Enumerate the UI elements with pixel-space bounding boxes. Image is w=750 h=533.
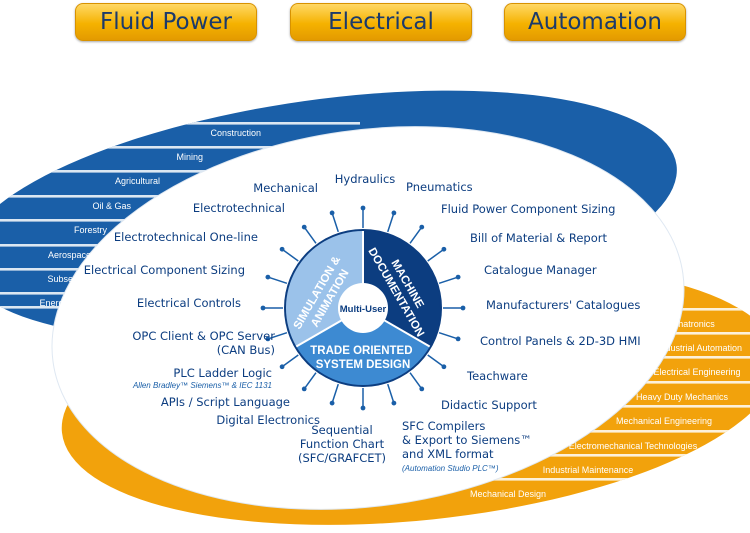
spoke-line [387, 383, 395, 404]
industry-label-left: Agricultural [115, 176, 160, 186]
feature-note: (Automation Studio PLC™) [402, 464, 499, 473]
spoke-line [387, 212, 395, 233]
industry-label-left: Oil & Gas [92, 201, 131, 211]
industry-label-right: Mechanical Design [470, 489, 546, 499]
spoke-line [427, 354, 445, 368]
feature-label: Electrotechnical One-line [114, 230, 258, 244]
industry-label-right: Heavy Duty Mechanics [636, 392, 729, 402]
industry-label-left: Aerospace [48, 250, 91, 260]
spoke-line [331, 212, 339, 233]
spoke-line [303, 226, 317, 244]
feature-label: OPC Client & OPC Server(CAN Bus) [132, 329, 275, 357]
industry-label-left: Energy [39, 298, 68, 308]
spoke-dot [301, 224, 307, 230]
feature-label: Bill of Material & Report [470, 231, 607, 245]
feature-note: Allen Bradley™ Siemens™ & IEC 1131 [132, 381, 272, 390]
industry-label-right: Industrial Automation [658, 343, 742, 353]
feature-label: Pneumatics [406, 180, 473, 194]
spoke-dot [419, 386, 425, 392]
spoke-line [267, 332, 288, 340]
spoke-line [281, 354, 299, 368]
feature-label: Fluid Power Component Sizing [441, 202, 615, 216]
feature-label: Control Panels & 2D-3D HMI [480, 334, 641, 348]
spoke-dot [391, 210, 397, 216]
industry-label-right: Electromechanical Technologies [569, 441, 698, 451]
spoke-dot [279, 364, 285, 370]
spoke-dot [360, 205, 366, 211]
feature-label: Didactic Support [441, 398, 537, 412]
feature-label: Electrical Component Sizing [84, 263, 245, 277]
hub-center-label: Multi-User [340, 304, 387, 315]
spoke-dot [301, 386, 307, 392]
feature-label: Catalogue Manager [484, 263, 597, 277]
industry-label-left: Forestry [74, 225, 108, 235]
spoke-dot [391, 400, 397, 406]
tab-automation[interactable]: Automation [504, 3, 686, 41]
spoke-dot [441, 364, 447, 370]
spoke-line [438, 276, 459, 284]
feature-label: Teachware [466, 369, 528, 383]
spoke-dot [441, 246, 447, 252]
feature-spokes [260, 205, 466, 411]
feature-label: PLC Ladder Logic [173, 366, 272, 380]
feature-label: Hydraulics [335, 172, 396, 186]
feature-label: APIs / Script Language [161, 395, 290, 409]
industry-label-right: Mechanical Engineering [616, 416, 712, 426]
spoke-line [267, 276, 288, 284]
tab-electrical[interactable]: Electrical [290, 3, 472, 41]
industry-label-left: Mining [176, 152, 203, 162]
spoke-line [303, 372, 317, 390]
spoke-line [427, 248, 445, 262]
spoke-dot [455, 274, 461, 280]
spoke-line [438, 332, 459, 340]
sector-label: TRADE ORIENTED [310, 345, 412, 357]
spoke-dot [329, 400, 335, 406]
feature-label: Mechanical [253, 181, 318, 195]
spoke-dot [260, 305, 266, 311]
spoke-dot [419, 224, 425, 230]
industry-label-left: Construction [210, 128, 261, 138]
spoke-dot [360, 405, 366, 411]
spoke-dot [265, 336, 271, 342]
spoke-line [331, 383, 339, 404]
spoke-line [409, 226, 423, 244]
spoke-line [281, 248, 299, 262]
feature-label: Manufacturers' Catalogues [486, 298, 640, 312]
feature-label: Electrical Controls [137, 296, 241, 310]
spoke-dot [455, 336, 461, 342]
industry-label-right: Mechatronics [661, 319, 715, 329]
industry-label-right: Industrial Maintenance [543, 465, 634, 475]
spoke-dot [329, 210, 335, 216]
feature-label: Digital Electronics [216, 413, 320, 427]
industry-label-right: Electrical Engineering [653, 367, 740, 377]
hub: SIMULATION & ANIMATION MACHINE DOCUMENTA… [284, 229, 442, 387]
spoke-dot [279, 246, 285, 252]
spoke-line [409, 372, 423, 390]
svg-text:TRADE ORIENTED SYSTEM DE: TRADE ORIENTED SYSTEM DESIGN [310, 345, 415, 371]
sector-label: SYSTEM DESIGN [316, 359, 411, 371]
industry-label-left: Subsea [47, 274, 78, 284]
spoke-dot [265, 274, 271, 280]
spoke-dot [460, 305, 466, 311]
tab-fluid-power[interactable]: Fluid Power [75, 3, 257, 41]
feature-label: Electrotechnical [193, 201, 285, 215]
